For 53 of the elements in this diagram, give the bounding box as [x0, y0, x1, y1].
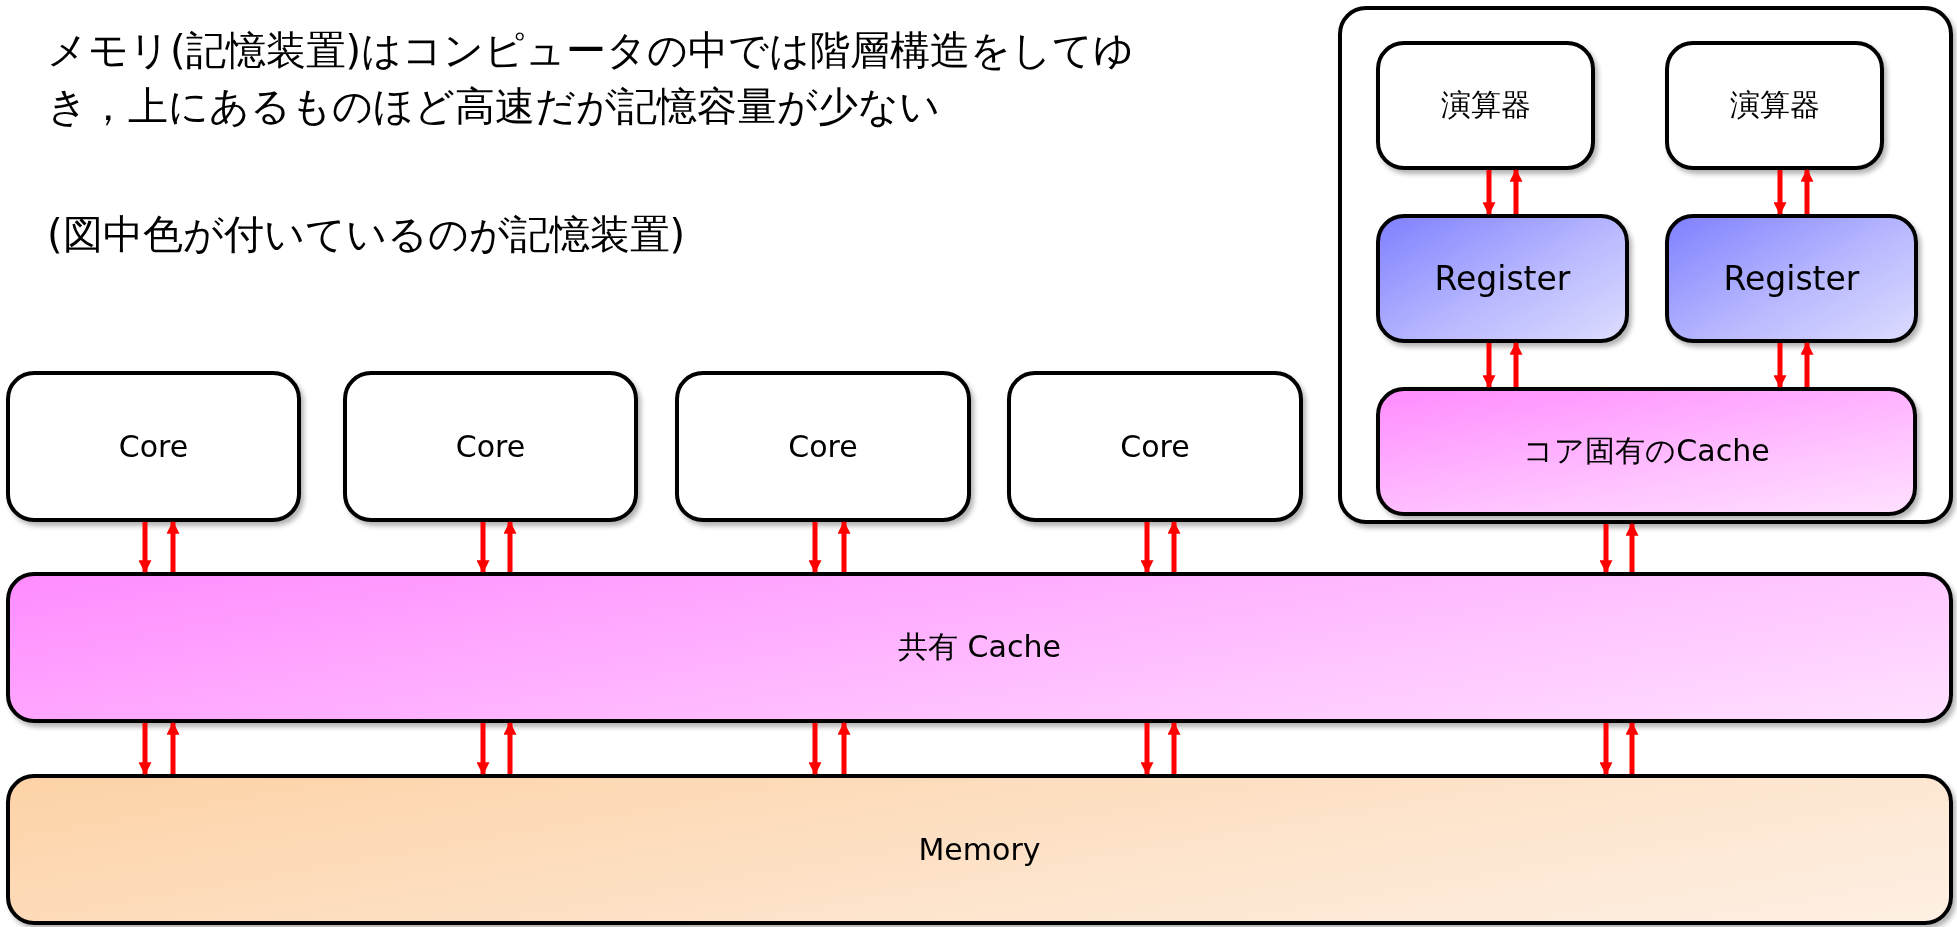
arrow [1167, 520, 1181, 572]
arrow [1800, 168, 1814, 214]
rounded-box [6, 572, 1953, 723]
arrow [1800, 341, 1814, 387]
node-label: Core [788, 429, 858, 464]
arrow [808, 723, 822, 776]
arrow [503, 721, 517, 774]
node-label: Core [455, 429, 526, 464]
rounded-box [343, 371, 638, 522]
arrow [1167, 721, 1181, 774]
node-label: 演算器 [1729, 86, 1820, 124]
arrow [1509, 341, 1523, 387]
arrow [1482, 170, 1496, 216]
node-label: 共有 Cache [898, 628, 1061, 666]
node-label: Memory [918, 832, 1041, 867]
arrow [1509, 168, 1523, 214]
note-text: メモリ(記憶装置)はコンピュータの中では階層構造をしてゆき，上にあるものほど高速だが記憶容量が少ない [47, 26, 1136, 131]
arrow [166, 520, 180, 572]
group-frame [1338, 6, 1953, 524]
arrow [1140, 522, 1154, 574]
arrow [1140, 723, 1154, 776]
rounded-box [1376, 387, 1917, 516]
node-label: Core [1120, 429, 1190, 464]
node-label: 演算器 [1440, 86, 1531, 124]
arrow [837, 721, 851, 774]
rounded-box [675, 371, 971, 522]
arrow [503, 520, 517, 572]
arrow [476, 723, 490, 776]
note-text: (図中色が付いているのが記憶装置) [47, 210, 687, 259]
rounded-box [1665, 214, 1918, 343]
arrow [837, 520, 851, 572]
node-label: Register [1434, 259, 1571, 298]
rounded-box [1665, 41, 1884, 170]
arrow [166, 721, 180, 774]
arrow [1773, 343, 1787, 389]
arrow [1625, 721, 1639, 774]
arrow [1599, 524, 1613, 574]
arrow [1625, 522, 1639, 572]
node-label: Core [118, 429, 189, 464]
node-label: Register [1723, 259, 1860, 298]
rounded-box [1376, 41, 1595, 170]
rounded-box [1007, 371, 1303, 522]
rounded-box [6, 774, 1953, 925]
arrow [808, 522, 822, 574]
arrow [138, 723, 152, 776]
arrow [138, 522, 152, 574]
arrow [1599, 723, 1613, 776]
rounded-box [1376, 214, 1629, 343]
arrow [1773, 170, 1787, 216]
rounded-box [6, 371, 301, 522]
arrow [476, 522, 490, 574]
node-label: コア固有のCache [1523, 432, 1770, 470]
arrow [1482, 343, 1496, 389]
